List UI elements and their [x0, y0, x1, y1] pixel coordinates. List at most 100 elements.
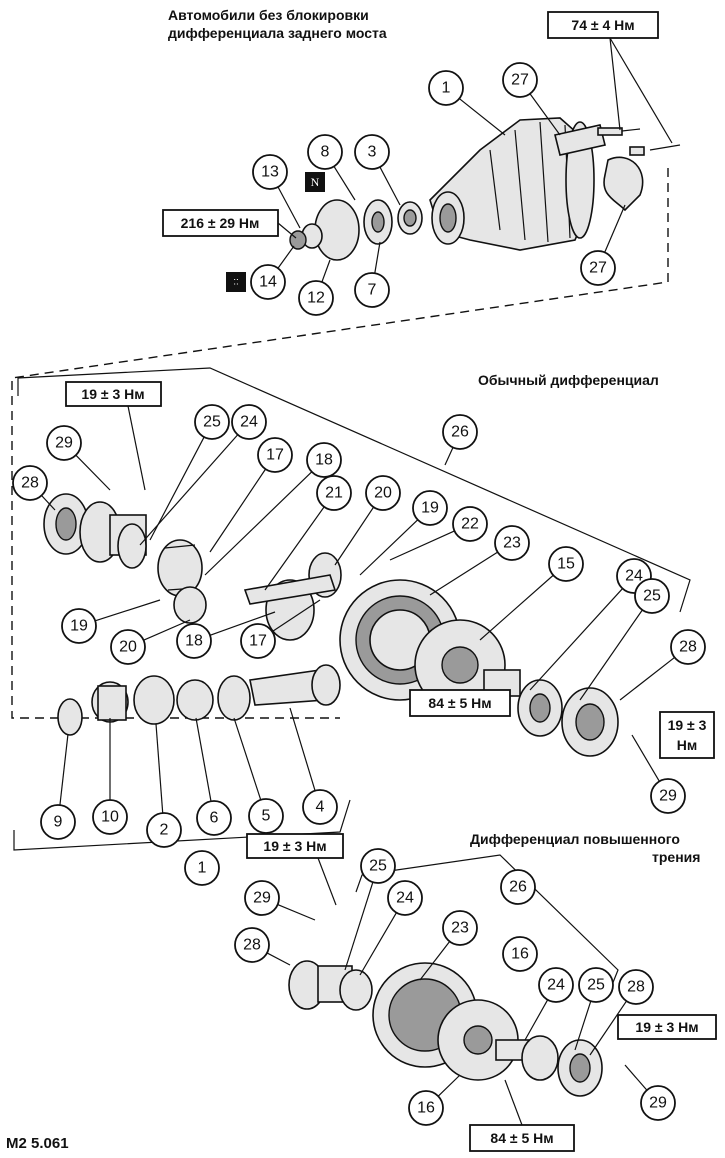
- pinion-bearings: [57, 675, 251, 736]
- callout-circle: [578, 967, 614, 1003]
- callout-number: 8: [321, 144, 330, 161]
- callout-leader: [624, 1064, 648, 1091]
- callout-leader: [574, 1000, 592, 1051]
- flange-and-nut: [289, 199, 423, 261]
- callout-circle: [442, 414, 478, 450]
- callout-c23b: 23: [419, 910, 478, 981]
- callout-leader: [139, 434, 239, 546]
- callout-leader: [59, 733, 69, 806]
- callout-number: 29: [253, 890, 271, 907]
- callout-circle: [548, 546, 584, 582]
- callout-number: 24: [547, 977, 565, 994]
- callout-number: 10: [101, 809, 119, 826]
- callout-c24c: 24: [359, 880, 423, 976]
- callout-leader: [233, 717, 262, 801]
- callout-leader: [579, 609, 643, 701]
- callout-circle: [538, 967, 574, 1003]
- callout-c10: 10: [92, 718, 128, 835]
- callout-c5: 5: [233, 717, 284, 834]
- callout-number: 25: [643, 588, 661, 605]
- callout-number: 20: [374, 485, 392, 502]
- lsd-case: [437, 999, 533, 1081]
- svg-text:Нм: Нм: [677, 737, 697, 753]
- callout-circle: [494, 525, 530, 561]
- drive-pinion: [249, 664, 341, 706]
- callout-leader: [529, 588, 623, 691]
- callout-number: 1: [442, 80, 451, 97]
- callout-number: 27: [589, 260, 607, 277]
- callout-number: 26: [451, 424, 469, 441]
- callout-number: 15: [557, 556, 575, 573]
- callout-leader: [529, 93, 561, 136]
- callout-circle: [196, 800, 232, 836]
- callout-circle: [502, 62, 538, 98]
- callout-c17a: 17: [209, 437, 293, 553]
- dashed-separator: [11, 168, 669, 719]
- callout-leader: [437, 1074, 461, 1097]
- callout-circle: [650, 778, 686, 814]
- callout-circle: [184, 850, 220, 886]
- callout-circle: [61, 608, 97, 644]
- callout-leader: [289, 707, 316, 791]
- bracket-26-conventional: [17, 367, 691, 613]
- callout-leader: [155, 723, 164, 814]
- callout-leader: [195, 717, 212, 802]
- callout-number: 17: [249, 633, 267, 650]
- callout-c25b: 25: [579, 578, 670, 701]
- callout-number: 19: [70, 618, 88, 635]
- callout-c18b: 18: [176, 611, 276, 659]
- callout-number: 19: [421, 500, 439, 517]
- callout-circle: [634, 578, 670, 614]
- callout-leader: [619, 656, 675, 701]
- callout-c15: 15: [479, 546, 584, 641]
- callout-number: 18: [315, 452, 333, 469]
- callout-number: 5: [262, 808, 271, 825]
- callout-c3: 3: [354, 134, 401, 206]
- callout-circle: [408, 1090, 444, 1126]
- torque-84-b: 84 ± 5 Нм: [469, 1079, 575, 1152]
- differential-case: [414, 619, 521, 711]
- callout-number: 24: [625, 568, 643, 585]
- torque-19-c: 19 ± 3 Нм: [246, 833, 344, 906]
- callout-c19b: 19: [61, 599, 161, 644]
- callout-circle: [257, 437, 293, 473]
- callout-c17b: 17: [240, 599, 321, 659]
- carrier-housing: [429, 117, 595, 251]
- callout-c4: 4: [289, 707, 338, 825]
- callout-leader: [359, 912, 397, 976]
- callout-circle: [12, 465, 48, 501]
- callout-c21: 21: [264, 475, 352, 591]
- torque-216: 216 ± 29 Нм: [162, 209, 297, 239]
- callout-c25d: 25: [574, 967, 614, 1051]
- callout-leader: [374, 241, 381, 274]
- callout-number: 23: [451, 920, 469, 937]
- torque-19-d: 19 ± 3 Нм: [617, 1014, 717, 1040]
- callout-number: 28: [243, 937, 261, 954]
- callout-c16a: 16: [502, 936, 538, 972]
- callout-circle: [92, 799, 128, 835]
- callout-c12: 12: [298, 259, 334, 316]
- callout-circle: [307, 134, 343, 170]
- callout-number: 17: [266, 447, 284, 464]
- heading-conventional: Обычный дифференциал: [478, 372, 659, 388]
- callout-number: 16: [511, 946, 529, 963]
- callout-leader: [444, 447, 454, 466]
- callout-leader: [95, 599, 161, 622]
- callout-circle: [176, 623, 212, 659]
- figure-code: M2 5.061: [6, 1135, 69, 1152]
- callout-circle: [442, 910, 478, 946]
- callout-c26a: 26: [442, 414, 478, 466]
- torque-84-a: 84 ± 5 Нм: [409, 689, 511, 717]
- marker-n: N: [305, 172, 325, 192]
- callout-leader: [277, 245, 295, 269]
- callout-c28a: 28: [12, 465, 56, 511]
- callout-leader: [458, 98, 506, 136]
- callout-number: 12: [307, 290, 325, 307]
- svg-text:84 ± 5 Нм: 84 ± 5 Нм: [428, 695, 491, 711]
- callout-number: 2: [160, 822, 169, 839]
- callout-c24d: 24: [524, 967, 574, 1041]
- callout-c7: 7: [354, 241, 390, 308]
- callout-circle: [452, 506, 488, 542]
